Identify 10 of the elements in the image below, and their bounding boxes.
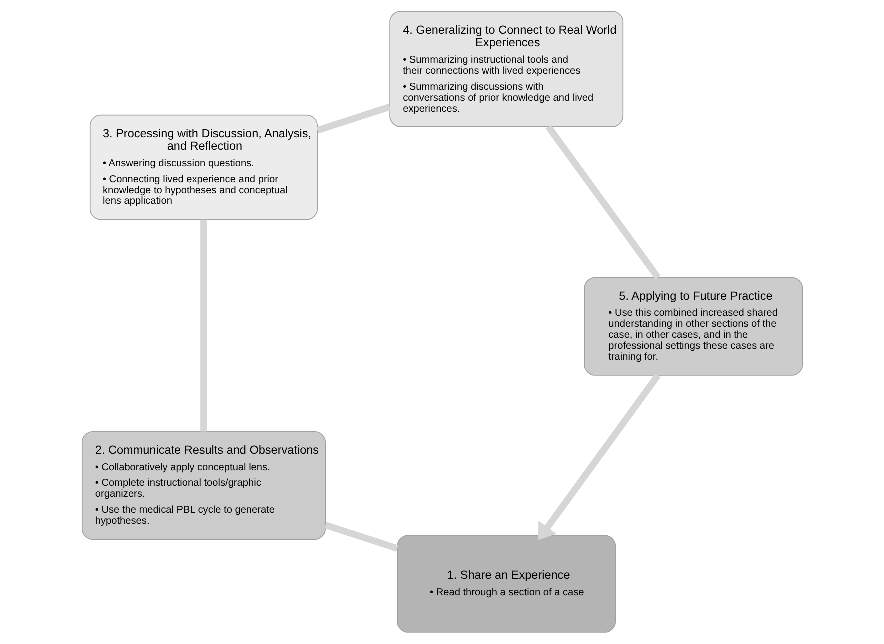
connector — [316, 104, 390, 134]
connector — [545, 124, 660, 280]
node-box: 3. Processing with Discussion, Analysis, and Reflection • Answering discussion questions. • Connecting lived experience and prior knowledge to hypotheses and conceptual lens application — [89, 114, 318, 220]
arrow — [538, 374, 660, 540]
node-box: 1. Share an Experience • Read through a section of a case — [396, 535, 616, 633]
connector — [324, 522, 398, 552]
node-box: 5. Applying to Future Practice • Use this combined increased shared understanding in other sections of the case, in other cases, and in the professional settings these cases are training for. — [584, 277, 803, 376]
node-box: 4. Generalizing to Connect to Real World Experiences • Summarizing instructional tools and their connections with lived experiences • Summarizing discussions with conversations of prior knowledge and lived experiences. — [389, 11, 624, 128]
node-box: 2. Communicate Results and Observations • Collaboratively apply conceptual lens. • Complete instructional tools/graphic organizers. • Use the medical PBL cycle to generate hypotheses. — [81, 431, 326, 540]
connector — [200, 220, 207, 432]
